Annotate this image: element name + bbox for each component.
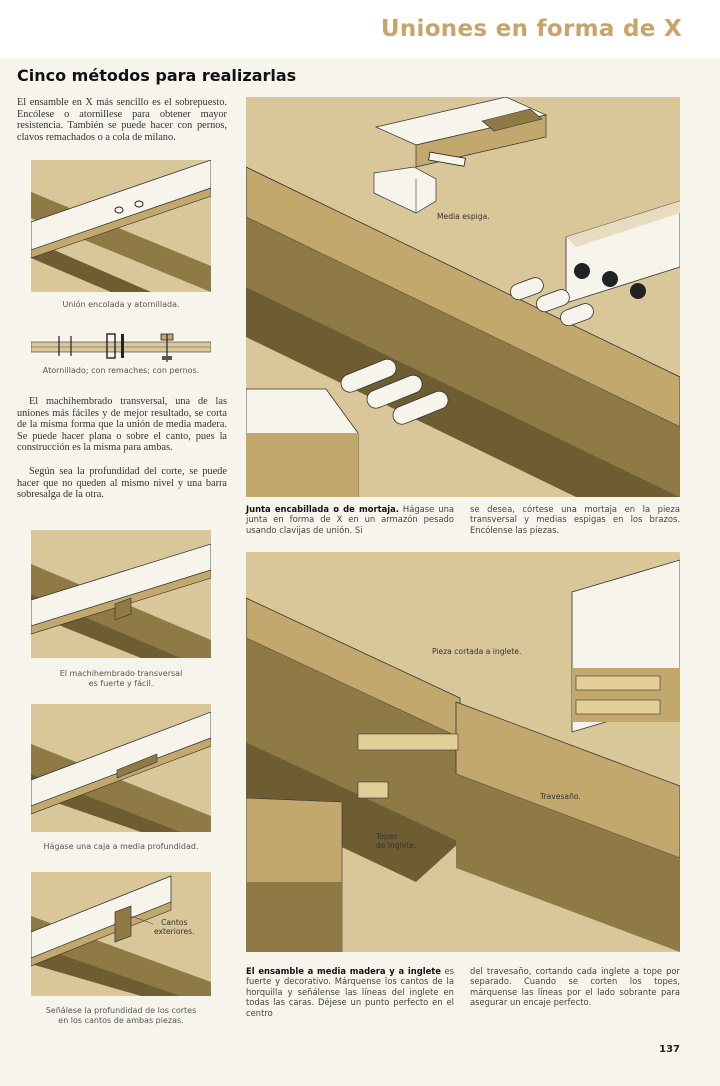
machihembrado-illustration (31, 530, 211, 658)
junta-text-bold: Junta encabillada o de mortaja. (246, 504, 399, 514)
caption-fig3-line2: es fuerte y fácil. (31, 679, 211, 689)
media-madera-inglete-illustration (246, 552, 680, 952)
caption-fig4: Hágase una caja a media profundidad. (31, 842, 211, 852)
label-pieza-inglete: Pieza cortada a inglete. (432, 647, 521, 656)
label-cantos-line1: Cantos (154, 918, 195, 927)
figure-junta-encabillada (246, 97, 680, 497)
chapter-title: Uniones en forma de X (381, 16, 682, 42)
intro-paragraph: El ensamble en X más sencillo es el sobr… (17, 97, 227, 143)
label-topes-line1: Topes (376, 832, 417, 841)
label-media-espiga: Media espiga. (437, 212, 490, 221)
ensamble-text-col1: El ensamble a media madera y a inglete e… (246, 966, 454, 1018)
lap-joint-illustration (31, 160, 211, 292)
label-topes: Topes de inglete. (376, 832, 417, 850)
caption-fig2: Atornillado; con remaches; con pernos. (31, 366, 211, 376)
label-topes-line2: de inglete. (376, 841, 417, 850)
middle-paragraph-2: Según sea la profundidad del corte, se p… (17, 466, 227, 501)
caption-fig5-line1: Señálese la profundidad de los cortes (25, 1006, 217, 1016)
caption-fig3-line1: El machihembrado transversal (31, 669, 211, 679)
figure-media-madera-inglete (246, 552, 680, 952)
caption-fig5-line2: en los cantos de ambas piezas. (25, 1016, 217, 1026)
caption-fig5: Señálese la profundidad de los cortes en… (25, 1006, 217, 1025)
junta-text-col2: se desea, córtese una mortaja en la piez… (470, 504, 680, 535)
caja-illustration (31, 704, 211, 832)
section-title: Cinco métodos para realizarlas (17, 66, 296, 85)
figure-machihembrado (31, 530, 211, 658)
figure-caja (31, 704, 211, 832)
label-cantos-line2: exteriores. (154, 927, 195, 936)
label-cantos: Cantos exteriores. (154, 918, 195, 936)
caption-fig1: Unión encolada y atornillada. (31, 300, 211, 310)
page-number: 137 (659, 1044, 680, 1055)
ensamble-text-bold: El ensamble a media madera y a inglete (246, 966, 441, 976)
middle-paragraph-1: El machihembrado transversal, una de las… (17, 396, 227, 454)
label-travesano: Travesaño. (540, 792, 581, 801)
junta-text-col1: Junta encabillada o de mortaja. Hágase u… (246, 504, 454, 535)
fasteners-illustration (31, 328, 211, 364)
ensamble-text-col2: del travesaño, cortando cada inglete a t… (470, 966, 680, 1008)
figure-fasteners (31, 328, 211, 364)
figure-lap-joint (31, 160, 211, 292)
caption-fig3: El machihembrado transversal es fuerte y… (31, 669, 211, 688)
junta-encabillada-illustration (246, 97, 680, 497)
